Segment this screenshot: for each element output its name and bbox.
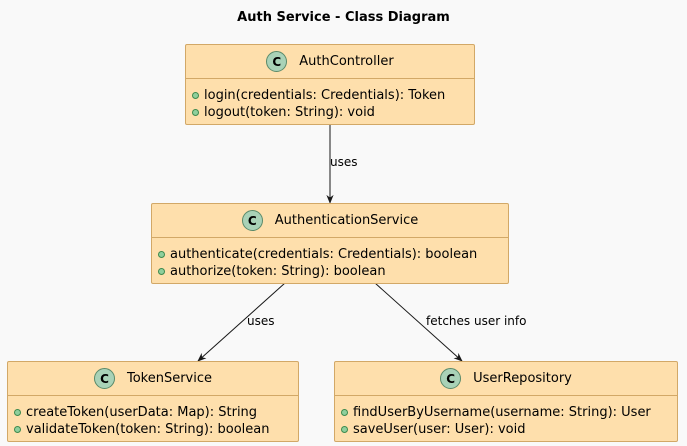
class-name: TokenService bbox=[126, 371, 213, 386]
arrow-authservice-to-userrepository bbox=[374, 282, 463, 362]
relation-label-fetches-user-info: fetches user info bbox=[426, 314, 527, 328]
relation-label-uses: uses bbox=[330, 155, 358, 169]
public-method-icon bbox=[192, 92, 199, 99]
method-item: saveUser(user: User): void bbox=[341, 421, 673, 438]
method-item: createToken(userData: Map): String bbox=[14, 404, 294, 421]
class-userrepository[interactable]: C UserRepository findUserByUsername(user… bbox=[334, 361, 678, 442]
diagram-title: Auth Service - Class Diagram bbox=[237, 10, 450, 25]
class-header: C UserRepository bbox=[335, 362, 677, 396]
public-method-icon bbox=[341, 409, 348, 416]
method-item: validateToken(token: String): boolean bbox=[14, 421, 294, 438]
class-methods: authenticate(credentials: Credentials): … bbox=[152, 238, 508, 280]
class-badge-icon: C bbox=[241, 210, 263, 231]
class-header: C AuthenticationService bbox=[152, 204, 508, 238]
arrow-authservice-to-tokenservice bbox=[197, 282, 286, 362]
class-name: AuthController bbox=[299, 54, 394, 69]
public-method-icon bbox=[14, 426, 21, 433]
relation-label-uses: uses bbox=[247, 314, 275, 328]
class-badge-icon: C bbox=[93, 368, 115, 389]
class-badge-icon: C bbox=[266, 51, 288, 72]
method-item: authenticate(credentials: Credentials): … bbox=[158, 246, 504, 263]
class-badge-icon: C bbox=[440, 368, 462, 389]
method-item: findUserByUsername(username: String): Us… bbox=[341, 404, 673, 421]
class-methods: createToken(userData: Map): String valid… bbox=[8, 396, 298, 438]
method-item: login(credentials: Credentials): Token bbox=[192, 87, 470, 104]
class-tokenservice[interactable]: C TokenService createToken(userData: Map… bbox=[7, 361, 299, 442]
public-method-icon bbox=[341, 426, 348, 433]
public-method-icon bbox=[158, 251, 165, 258]
class-methods: findUserByUsername(username: String): Us… bbox=[335, 396, 677, 438]
public-method-icon bbox=[14, 409, 21, 416]
public-method-icon bbox=[158, 268, 165, 275]
class-name: UserRepository bbox=[473, 371, 572, 386]
method-item: logout(token: String): void bbox=[192, 104, 470, 121]
class-header: C AuthController bbox=[186, 45, 474, 79]
class-authenticationservice[interactable]: C AuthenticationService authenticate(cre… bbox=[151, 203, 509, 284]
public-method-icon bbox=[192, 109, 199, 116]
class-header: C TokenService bbox=[8, 362, 298, 396]
class-authcontroller[interactable]: C AuthController login(credentials: Cred… bbox=[185, 44, 475, 125]
class-methods: login(credentials: Credentials): Token l… bbox=[186, 79, 474, 121]
method-item: authorize(token: String): boolean bbox=[158, 263, 504, 280]
class-name: AuthenticationService bbox=[274, 213, 419, 228]
